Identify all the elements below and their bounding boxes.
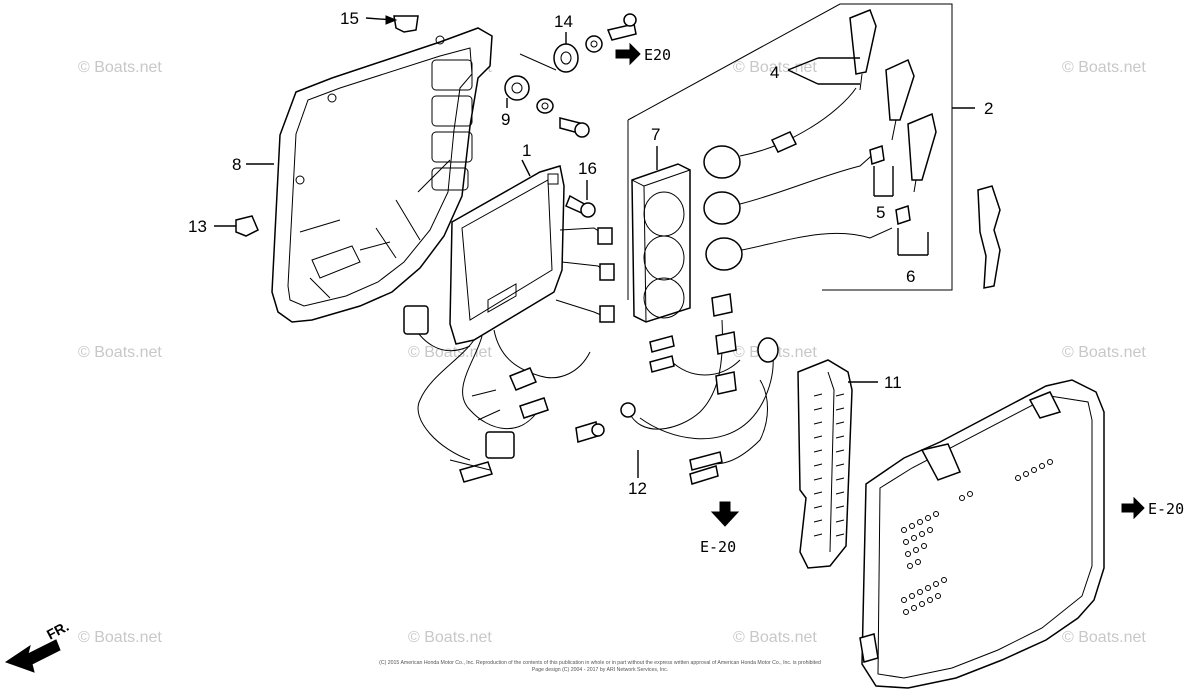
- vent-holes-pattern: [901, 459, 1053, 615]
- watermark: © Boats.net: [78, 344, 162, 361]
- callout-8: 8: [232, 155, 241, 174]
- callout-7: 7: [651, 125, 660, 144]
- watermark: © Boats.net: [78, 629, 162, 646]
- front-direction-arrow: FR.: [4, 618, 71, 673]
- callout-13: 13: [188, 217, 207, 236]
- watermark: © Boats.net: [1062, 344, 1146, 361]
- clip-part-13: [214, 215, 259, 237]
- callout-leaders: [787, 57, 929, 256]
- watermark: © Boats.net: [733, 629, 817, 646]
- ref-e20-top: E20: [615, 42, 671, 66]
- bolt-part-15: [365, 15, 419, 33]
- watermark: © Boats.net: [408, 629, 492, 646]
- grommet-part-14: [553, 13, 637, 73]
- front-label: FR.: [44, 618, 71, 643]
- callout-5: 5: [876, 203, 885, 222]
- wiring-cover-part-11: [797, 359, 878, 569]
- ref-e20-right: E-20: [1121, 496, 1184, 520]
- cdi-unit-part-1: [449, 159, 615, 345]
- callout-14: 14: [554, 12, 573, 31]
- page-design-line: Page design (C) 2004 - 2017 by ARI Netwo…: [532, 667, 668, 673]
- electrical-box-cover: [859, 379, 1105, 689]
- tie-clip-part: [977, 185, 1001, 289]
- callout-2: 2: [984, 99, 993, 118]
- callout-6: 6: [906, 267, 915, 286]
- copyright-line: (C) 2015 American Honda Motor Co., Inc. …: [379, 660, 821, 666]
- callout-15: 15: [340, 9, 359, 28]
- callout-labels: 1 2 4 5 6 7 8 9 11 12 13 14 15 16: [188, 9, 993, 498]
- watermark: © Boats.net: [408, 344, 492, 361]
- ref-label: E20: [644, 46, 671, 64]
- cdi-wiring-harness: [403, 305, 591, 483]
- electrical-box-base: [271, 27, 493, 323]
- watermark: © Boats.net: [1062, 629, 1146, 646]
- wire-harness-part-12: [575, 293, 779, 485]
- watermark: © Boats.net: [1062, 59, 1146, 76]
- watermark: © Boats.net: [733, 59, 817, 76]
- bolt-part-16: [565, 180, 596, 218]
- callout-11: 11: [884, 373, 902, 392]
- callout-1: 1: [522, 141, 531, 160]
- copyright-footer: (C) 2015 American Honda Motor Co., Inc. …: [379, 660, 821, 673]
- ref-label: E-20: [1148, 500, 1184, 518]
- watermark: © Boats.net: [78, 59, 162, 76]
- callout-4: 4: [770, 63, 779, 82]
- resistor-block-part-7: [631, 146, 691, 323]
- callout-16: 16: [578, 159, 597, 178]
- grommet-part-9: [504, 53, 590, 138]
- ref-e20-bottom: E-20: [700, 501, 740, 556]
- callout-9: 9: [501, 110, 510, 129]
- callout-12: 12: [628, 479, 647, 498]
- ref-label: E-20: [700, 538, 736, 556]
